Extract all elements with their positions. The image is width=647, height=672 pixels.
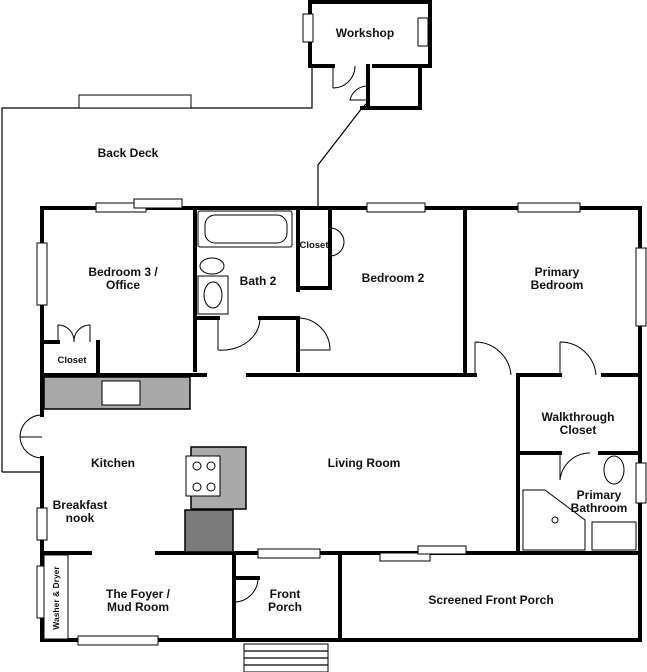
label-primary-bath-line1: Primary	[577, 488, 622, 502]
label-washer-dryer: Washer & Dryer	[51, 566, 61, 630]
door-bath2	[217, 317, 261, 351]
window-bed3-top-b	[133, 198, 183, 209]
door-closet-bed3	[57, 324, 91, 343]
window-bed3-left	[36, 242, 48, 306]
label-walkthrough-line2: Closet	[560, 423, 597, 437]
door-primary-bath	[559, 452, 591, 481]
bathtub-inner	[204, 214, 288, 244]
workshop-side-door	[349, 85, 369, 101]
window-primary-top	[517, 202, 581, 213]
label-primary-bedroom-line1: Primary	[535, 265, 580, 279]
window-screened-a	[379, 552, 431, 562]
sink-primary-icon	[591, 521, 637, 551]
kitchen-sink-icon	[101, 380, 141, 406]
interior-walls	[40, 206, 642, 642]
window-screened-b	[417, 545, 467, 555]
label-bedroom3-line2: Office	[106, 278, 140, 292]
label-bedroom2: Bedroom 2	[362, 271, 425, 285]
workshop	[302, 0, 432, 110]
label-back-deck: Back Deck	[98, 146, 159, 160]
label-front-porch-line1: Front	[270, 587, 301, 601]
label-workshop: Workshop	[336, 26, 394, 40]
doors	[19, 227, 597, 603]
label-breakfast-line1: Breakfast	[53, 498, 108, 512]
sink-bath2-icon	[203, 281, 223, 309]
room-labels: Workshop Back Deck Bedroom 3 / Office Ba…	[51, 26, 627, 630]
refrigerator	[184, 509, 234, 553]
toilet-primary	[603, 455, 625, 485]
label-bedroom3-line1: Bedroom 3 /	[88, 265, 158, 279]
window-nook	[36, 507, 48, 541]
label-bath2: Bath 2	[240, 274, 277, 288]
label-walkthrough-line1: Walkthrough	[542, 410, 615, 424]
fixtures	[43, 210, 637, 672]
door-primary-b	[559, 341, 597, 376]
door-primary-a	[474, 341, 512, 376]
window-bath-right	[635, 462, 647, 504]
door-front-porch	[233, 577, 259, 603]
workshop-window-left	[302, 13, 314, 43]
washer-dryer	[43, 554, 69, 640]
label-primary-bedroom-line2: Bedroom	[531, 278, 584, 292]
door-closet-bed2	[329, 227, 345, 257]
label-screened-porch: Screened Front Porch	[428, 593, 553, 607]
window-primary-right	[635, 247, 647, 327]
workshop-door	[332, 65, 356, 89]
window-porch	[257, 548, 321, 559]
windows	[36, 198, 647, 646]
label-breakfast-line2: nook	[66, 511, 95, 525]
workshop-window-right	[417, 17, 429, 47]
toilet-bath2	[199, 257, 225, 275]
door-bedroom2	[297, 317, 331, 351]
stove-icon	[185, 455, 221, 497]
door-kitchen-side	[19, 414, 43, 459]
label-front-porch-line2: Porch	[268, 600, 302, 614]
window-foyer-bottom	[77, 635, 159, 646]
back-deck-rail	[78, 94, 192, 109]
label-primary-bath-line2: Bathroom	[571, 501, 628, 515]
label-living-room: Living Room	[328, 456, 401, 470]
label-closet-bed3: Closet	[57, 355, 87, 366]
back-deck-outline	[1, 68, 371, 473]
window-bed2	[366, 202, 426, 213]
label-kitchen: Kitchen	[91, 456, 135, 470]
label-foyer-line2: Mud Room	[107, 600, 169, 614]
label-closet-bed2: Closet	[299, 240, 329, 251]
label-foyer-line1: The Foyer /	[106, 587, 171, 601]
